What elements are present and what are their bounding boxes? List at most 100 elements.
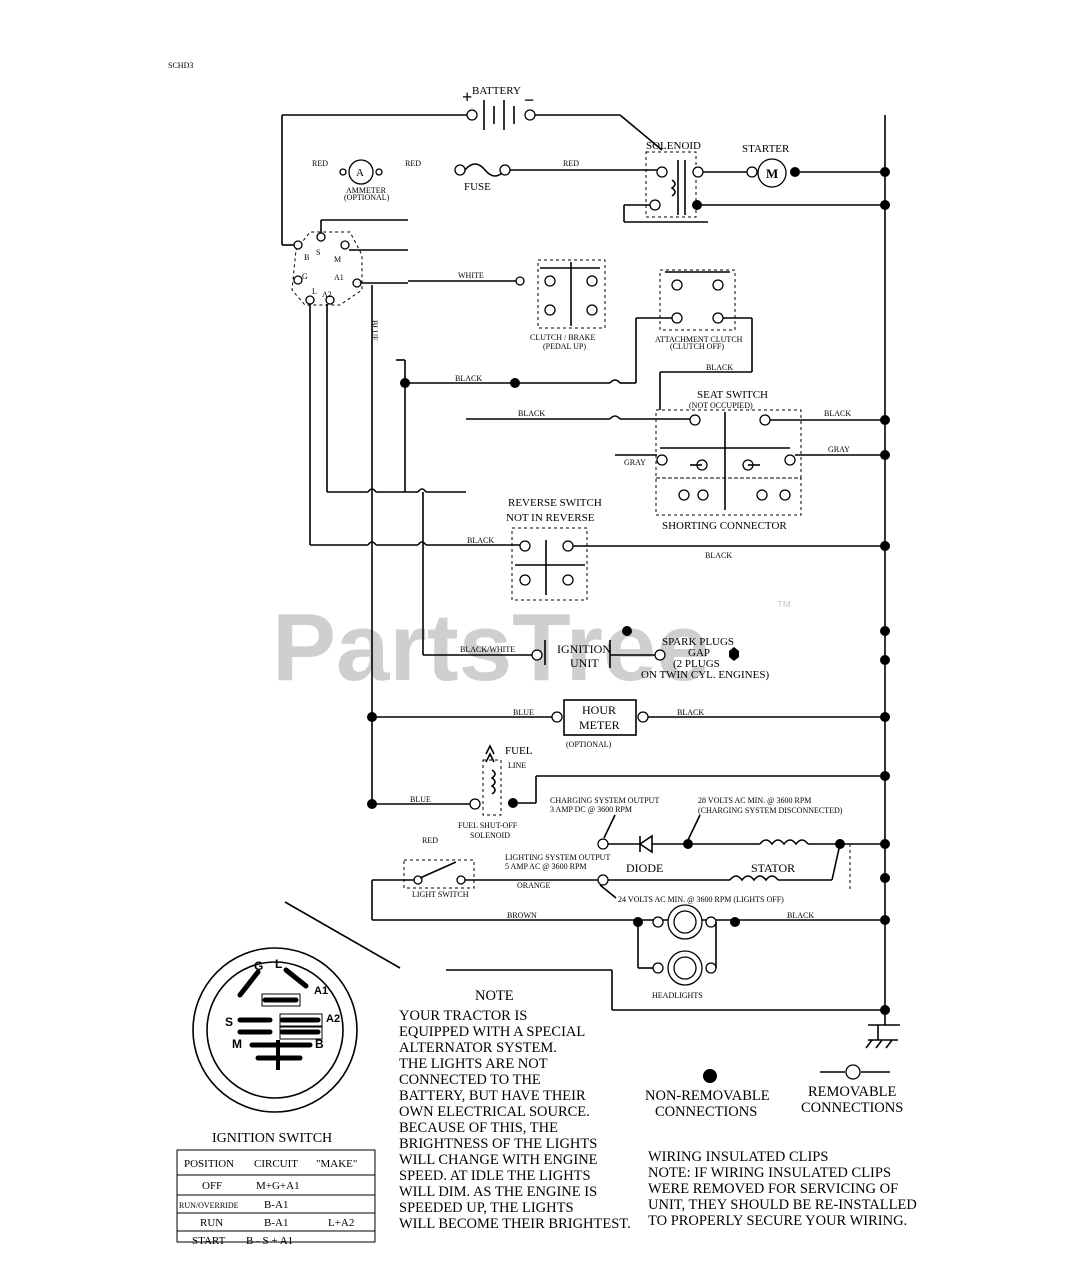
wire-label-red-light: RED (422, 836, 438, 845)
wire-label-black-clutch: BLACK (706, 363, 733, 372)
ignition-terminal-a1: A1 (314, 985, 328, 997)
watermark: PartsTree (272, 594, 710, 701)
volts-28-label-2: (CHARGING SYSTEM DISCONNECTED) (698, 806, 843, 815)
ignition-switch-table (176, 1149, 376, 1243)
charging-output-label-1: CHARGING SYSTEM OUTPUT (550, 796, 659, 805)
ignition-unit-label-2: UNIT (570, 656, 599, 670)
ignition-switch-title: IGNITION SWITCH (212, 1131, 332, 1146)
reverse-switch (511, 527, 885, 601)
page-code: SCHD3 (168, 61, 193, 70)
fuse-label: FUSE (464, 181, 491, 193)
table-cell-circuit-3: B - S + A1 (246, 1235, 293, 1247)
ammeter-symbol: A (339, 159, 383, 185)
note-line-9: WILL CHANGE WITH ENGINE (399, 1152, 598, 1168)
table-cell-circuit-1: B-A1 (264, 1199, 288, 1211)
table-cell-position-2: RUN (200, 1217, 223, 1229)
note-line-10: SPEED. AT IDLE THE LIGHTS (399, 1168, 591, 1184)
ignition-unit (531, 626, 739, 668)
ignition-terminal-l: L (275, 957, 282, 971)
svg-text:S: S (316, 248, 320, 257)
svg-text:M: M (766, 166, 778, 181)
clutch-brake-switch (515, 259, 606, 329)
wire-label-gray-right: GRAY (828, 445, 850, 454)
ignition-switch-face (192, 901, 401, 1113)
headlights (633, 904, 740, 986)
attachment-clutch-sub-label: (CLUTCH OFF) (670, 342, 724, 351)
fuel-shutoff-label-1: FUEL SHUT-OFF (458, 821, 518, 830)
table-cell-position-3: START (192, 1235, 226, 1247)
seat-switch (466, 409, 885, 516)
ground-bus (865, 115, 900, 1049)
stator-label: STATOR (751, 861, 795, 875)
battery-symbol (282, 100, 663, 151)
volts-28-label-1: 28 VOLTS AC MIN. @ 3600 RPM (698, 796, 811, 805)
spark-plugs-label-2: GAP (688, 647, 710, 659)
note-line-12: SPEEDED UP, THE LIGHTS (399, 1200, 574, 1216)
headlights-label: HEADLIGHTS (652, 991, 703, 1000)
legend-removable-2: CONNECTIONS (801, 1100, 903, 1116)
legend-non-removable-1: NON-REMOVABLE (645, 1088, 770, 1104)
note-line-4: CONNECTED TO THE (399, 1072, 541, 1088)
wire-label-gray-left: GRAY (624, 458, 646, 467)
wire-label-black-reverse-right: BLACK (705, 551, 732, 560)
legend-non-removable-2: CONNECTIONS (655, 1104, 757, 1120)
seat-switch-label: SEAT SWITCH (697, 389, 768, 401)
battery-plus-label: + (462, 87, 472, 107)
diode-label: DIODE (626, 861, 663, 875)
reverse-switch-sub-label: NOT IN REVERSE (506, 512, 595, 524)
attachment-clutch-switch (659, 269, 753, 410)
battery-minus-label: − (524, 90, 534, 110)
fuel-line-label-1: FUEL (505, 745, 533, 757)
wire-label-black-hour: BLACK (677, 708, 704, 717)
ignition-terminal-a2: A2 (326, 1013, 340, 1025)
note-line-6: OWN ELECTRICAL SOURCE. (399, 1104, 590, 1120)
wire-label-black-reverse: BLACK (467, 536, 494, 545)
note-line-1: EQUIPPED WITH A SPECIAL (399, 1024, 585, 1040)
lighting-output-label-2: 5 AMP AC @ 3600 RPM (505, 862, 587, 871)
ground-junctions (367, 167, 890, 1015)
wire-label-blue-vertical: BLUE (370, 320, 379, 341)
ammeter-label: AMMETER (346, 186, 387, 195)
wire-label-black-seat: BLACK (518, 409, 545, 418)
battery-label: BATTERY (472, 85, 521, 97)
ignition-terminal-g: G (254, 959, 263, 973)
charging-output-label-2: 3 AMP DC @ 3600 RPM (550, 805, 632, 814)
legend (703, 1064, 890, 1083)
svg-text:A: A (356, 167, 364, 179)
solenoid-label: SOLENOID (646, 140, 701, 152)
note-line-8: BRIGHTNESS OF THE LIGHTS (399, 1136, 597, 1152)
legend-removable-1: REMOVABLE (808, 1084, 896, 1100)
seat-switch-sub-label: (NOT OCCUPIED) (689, 401, 753, 410)
spark-plugs-label-1: SPARK PLUGS (662, 636, 734, 648)
note-line-0: YOUR TRACTOR IS (399, 1008, 527, 1024)
hour-meter (551, 699, 885, 736)
ignition-terminal-m: M (232, 1037, 242, 1051)
svg-text:B: B (304, 253, 309, 262)
wire-label-black-white: BLACK/WHITE (460, 645, 515, 654)
svg-text:L: L (312, 287, 317, 296)
table-cell-position-0: OFF (202, 1180, 222, 1192)
ignition-terminal-b: B (315, 1037, 324, 1051)
clips-note-line-1: NOTE: IF WIRING INSULATED CLIPS (648, 1165, 891, 1181)
table-header-position: POSITION (184, 1158, 234, 1170)
starter-motor-symbol: M (746, 158, 885, 188)
wire-label-blue-fuel: BLUE (410, 795, 431, 804)
stator-symbol (608, 839, 885, 892)
light-switch (371, 859, 598, 920)
svg-text:M: M (334, 255, 341, 264)
solenoid-symbol (623, 151, 885, 223)
svg-text:A1: A1 (334, 273, 344, 282)
clips-note-line-4: TO PROPERLY SECURE YOUR WIRING. (648, 1213, 907, 1229)
fuel-shutoff-solenoid (469, 744, 885, 816)
table-cell-position-1: RUN/OVERRIDE (179, 1201, 239, 1210)
note-line-2: ALTERNATOR SYSTEM. (399, 1040, 557, 1056)
fuel-shutoff-label-2: SOLENOID (470, 831, 510, 840)
note-line-5: BATTERY, BUT HAVE THEIR (399, 1088, 586, 1104)
note-title: NOTE (475, 988, 514, 1004)
note-line-3: THE LIGHTS ARE NOT (399, 1056, 548, 1072)
svg-text:A2: A2 (322, 290, 332, 299)
table-header-make: "MAKE" (316, 1158, 357, 1170)
